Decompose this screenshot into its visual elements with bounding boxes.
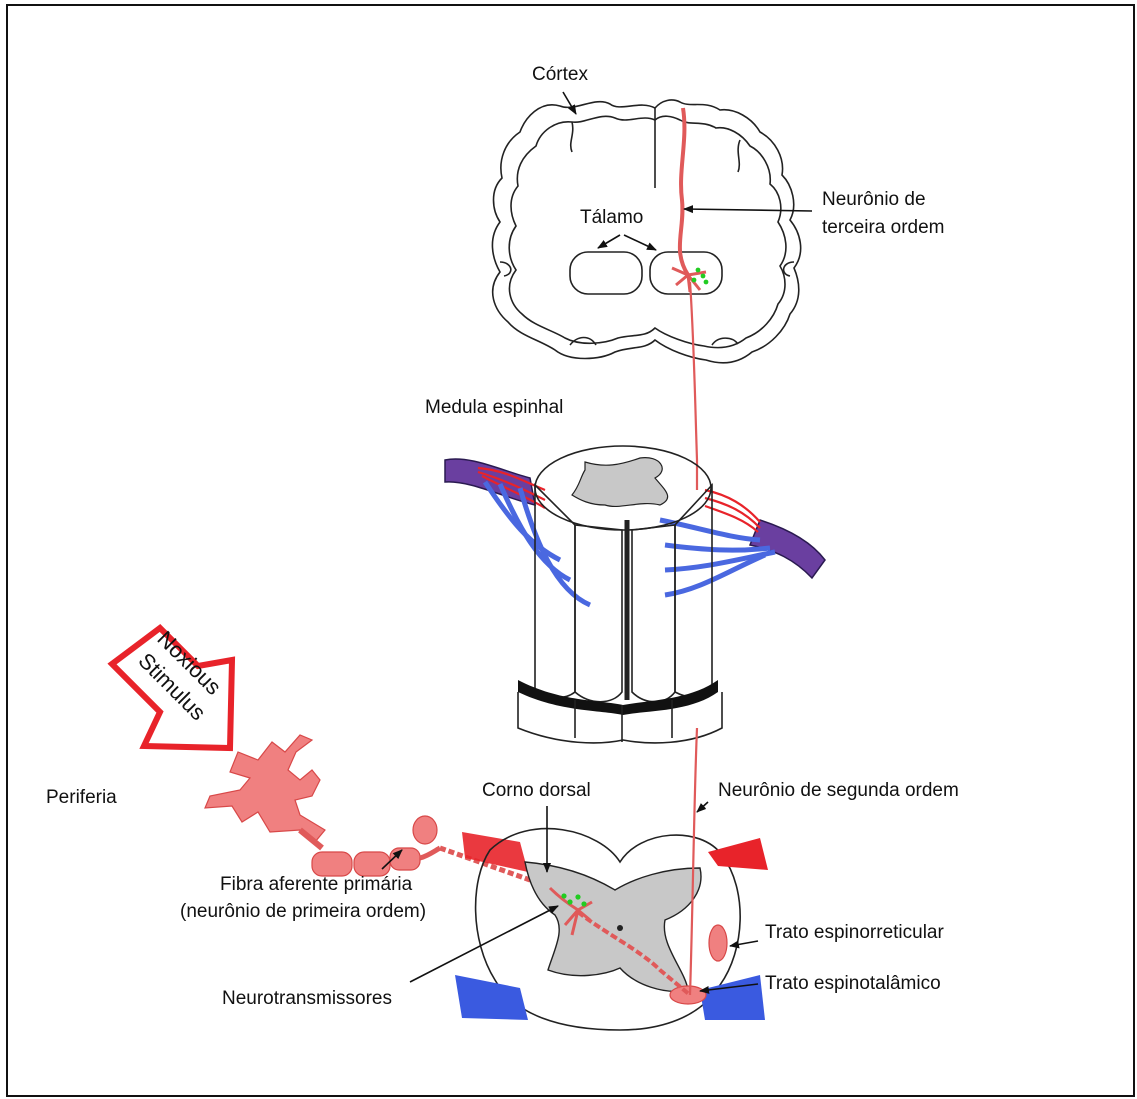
- myelin-segment-2: [354, 852, 390, 876]
- second-order-arrow: [697, 802, 708, 812]
- label-spinal-cord: Medula espinhal: [425, 397, 563, 418]
- cortex-sulcus-right: [738, 140, 740, 172]
- label-second-order: Neurônio de segunda ordem: [718, 780, 959, 801]
- thalamus-arrow-right: [624, 235, 656, 250]
- spinal-cross-section: [455, 728, 768, 1030]
- lateral-notch-right: [784, 262, 794, 276]
- spinoreticular-arrow: [730, 941, 758, 946]
- lateral-notch-left: [500, 262, 511, 276]
- neurotransmitter-2: [567, 899, 572, 904]
- first-order-neuron: [205, 735, 550, 888]
- thalamus-arrow-left: [598, 235, 620, 248]
- neurotransmitter-arrow: [410, 906, 558, 982]
- thalamic-neurotransmitter-3: [692, 278, 697, 283]
- second-order-ascending-lower: [690, 728, 697, 995]
- label-neurotransmitters: Neurotransmissores: [222, 988, 392, 1009]
- cell-body-loop: [413, 816, 437, 844]
- label-third-order-line2: terceira ordem: [822, 217, 945, 238]
- third-order-terminals: [672, 268, 706, 292]
- thalamic-neurotransmitter-4: [704, 280, 709, 285]
- label-third-order-line1: Neurônio de: [822, 189, 926, 210]
- label-periphery: Periferia: [46, 787, 117, 808]
- ventral-root-right-section: [700, 975, 765, 1020]
- central-canal: [617, 925, 623, 931]
- label-afferent-line1: Fibra aferente primária: [220, 874, 413, 895]
- brain-inner-outline: [509, 116, 786, 347]
- label-cortex: Córtex: [532, 64, 588, 85]
- cord-black-band: [518, 680, 718, 715]
- brain-section: [492, 100, 800, 363]
- third-order-neuron: [672, 108, 708, 292]
- cortex-arrow: [563, 92, 576, 114]
- grey-matter: [525, 862, 701, 991]
- cord-top-grey-matter: [572, 458, 668, 507]
- dorsal-root-right-entry: [708, 838, 768, 870]
- label-thalamus: Tálamo: [580, 207, 643, 228]
- spinoreticular-tract-dot: [709, 925, 727, 961]
- labels: Córtex Tálamo Neurônio de terceira ordem…: [46, 64, 959, 1009]
- neurotransmitter-4: [581, 901, 586, 906]
- thalamic-neurotransmitter-1: [696, 268, 701, 273]
- second-order-ascending-axon: [690, 282, 697, 490]
- myelin-segment-3: [390, 848, 420, 870]
- label-spinothalamic: Trato espinotalâmico: [765, 973, 941, 994]
- free-nerve-ending: [205, 735, 325, 842]
- third-order-axon: [680, 108, 688, 275]
- thalamus-left: [570, 252, 642, 294]
- label-afferent-line2: (neurônio de primeira ordem): [180, 901, 426, 922]
- spinal-cord-segment: [445, 446, 825, 743]
- ventral-root-left-section: [455, 975, 528, 1020]
- cord-column-mid-right: [632, 525, 675, 702]
- spinothalamic-tract-dot: [670, 986, 706, 1004]
- axon-segment: [420, 848, 440, 858]
- neurotransmitter-3: [575, 894, 580, 899]
- cortex-sulcus-left: [571, 122, 573, 152]
- label-dorsal-horn: Corno dorsal: [482, 780, 591, 801]
- neurotransmitter-1: [561, 893, 566, 898]
- label-spinoreticular: Trato espinorreticular: [765, 922, 944, 943]
- cord-column-mid-left: [575, 525, 622, 702]
- noxious-stimulus-arrow: Noxious Stimulus: [112, 626, 232, 748]
- myelin-segment-1: [312, 852, 352, 876]
- thalamic-neurotransmitter-2: [701, 274, 706, 279]
